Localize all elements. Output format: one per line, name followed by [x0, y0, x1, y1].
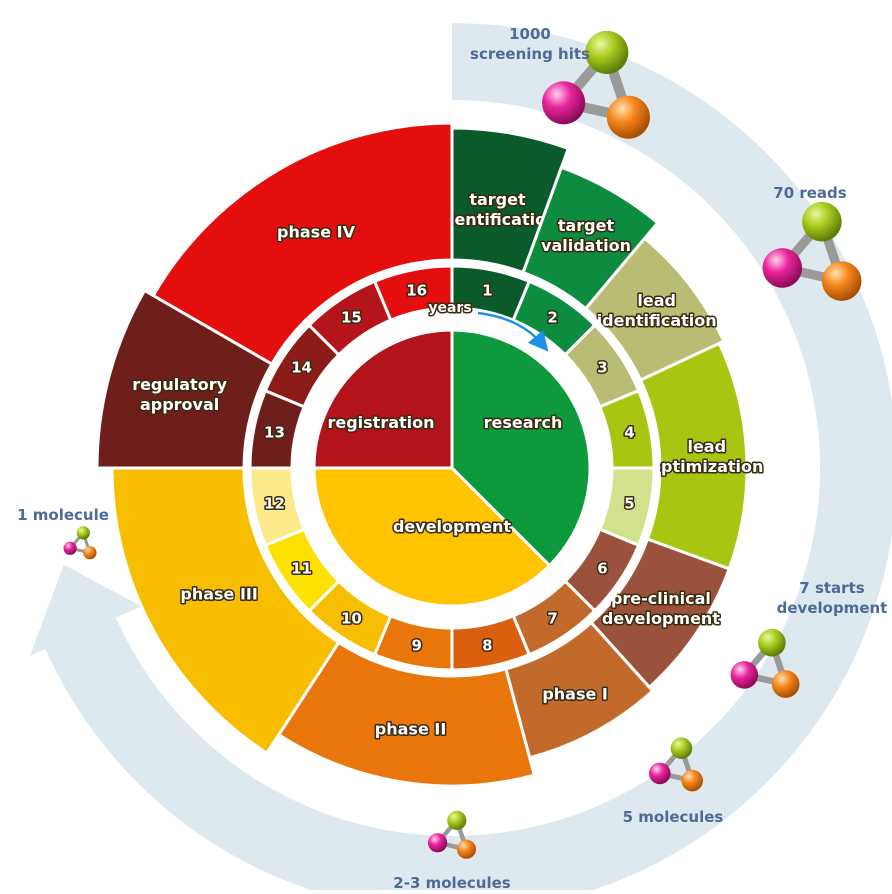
outer-label-phase-iv-line: phase IV [277, 222, 356, 241]
outer-label-phase-i: phase I [542, 685, 608, 704]
outer-label-phase-iii: phase III [180, 584, 257, 603]
year-label-5: 5 [624, 494, 634, 512]
outer-label-pre-clinical-development-line: development [602, 609, 720, 628]
funnel-arrow-tip [29, 564, 142, 656]
outer-label-phase-ii: phase II [375, 720, 447, 739]
year-label-14: 14 [291, 358, 312, 376]
funnel-label-5-line: 2-3 molecules [393, 874, 510, 890]
outer-label-phase-iv: phase IV [277, 222, 356, 241]
year-segment-16 [372, 264, 454, 323]
funnel-band [29, 23, 892, 894]
funnel-label-3: 7 starts development [777, 579, 888, 617]
outer-label-target-identification-line: target [469, 190, 526, 209]
outer-label-lead-identification-line: identification [597, 311, 717, 330]
year-label-13: 13 [264, 424, 285, 442]
stage-label-development: development [393, 517, 511, 536]
outer-label-phase-ii-line: phase II [375, 720, 447, 739]
funnel-label-1: 1000 screening hits [470, 25, 590, 63]
year-label-6: 6 [597, 560, 607, 578]
outer-label-target-validation-line: target [558, 216, 615, 235]
molecule-icon [428, 810, 476, 859]
funnel-label-6: 1 molecule [17, 506, 109, 524]
years-direction-arrow [477, 311, 549, 352]
funnel-label-4: 5 molecules [623, 808, 724, 826]
molecule-icon [63, 526, 97, 560]
outer-label-regulatory-approval-line: approval [140, 395, 219, 414]
years-label: years [428, 300, 471, 316]
year-label-7: 7 [547, 609, 557, 627]
outer-label-regulatory-approval-line: regulatory [132, 375, 227, 394]
funnel-label-2-line: 70 reads [773, 184, 847, 202]
outer-label-target-validation-line: validation [541, 236, 631, 255]
funnel-label-6-line: 1 molecule [17, 506, 109, 524]
molecule-icon [649, 737, 703, 792]
molecule-icon [542, 30, 651, 139]
year-label-4: 4 [624, 424, 634, 442]
funnel-label-3-line: 7 starts [799, 579, 864, 597]
year-label-9: 9 [411, 637, 421, 655]
stage-research [450, 328, 592, 568]
funnel-label-4-line: 5 molecules [623, 808, 724, 826]
funnel-label-1-line: screening hits [470, 45, 590, 63]
outer-label-phase-iii-line: phase III [180, 584, 257, 603]
year-label-15: 15 [341, 309, 362, 327]
year-label-3: 3 [597, 358, 607, 376]
outer-label-phase-i-line: phase I [542, 685, 608, 704]
stage-development [312, 466, 552, 608]
stage-registration [312, 328, 454, 470]
funnel-label-1-line: 1000 [509, 25, 551, 43]
funnel-label-2: 70 reads [773, 184, 847, 202]
molecule-icon [730, 628, 800, 698]
year-label-2: 2 [547, 309, 557, 327]
molecule-icon [762, 201, 862, 301]
outer-label-lead-identification-line: lead [637, 291, 676, 310]
center-stages: research development registration years [312, 299, 592, 608]
year-label-1: 1 [482, 281, 492, 299]
funnel-annotations: 1000 screening hits 70 reads 7 starts develo… [17, 25, 888, 892]
outer-label-lead-optimization-line: optimization [650, 457, 763, 476]
year-label-12: 12 [264, 494, 285, 512]
outer-label-pre-clinical-development-line: pre-clinical [611, 589, 711, 608]
outer-label-lead-optimization-line: lead [687, 437, 726, 456]
year-label-10: 10 [341, 609, 362, 627]
year-label-11: 11 [291, 560, 312, 578]
year-label-16: 16 [406, 281, 427, 299]
year-label-8: 8 [482, 637, 492, 655]
stage-label-registration: registration [327, 413, 434, 432]
stage-label-research: research [484, 413, 563, 432]
funnel-label-5: 2-3 molecules [393, 874, 510, 890]
outer-label-target-identification-line: identification [438, 210, 558, 229]
funnel-label-3-line: development [777, 599, 888, 617]
